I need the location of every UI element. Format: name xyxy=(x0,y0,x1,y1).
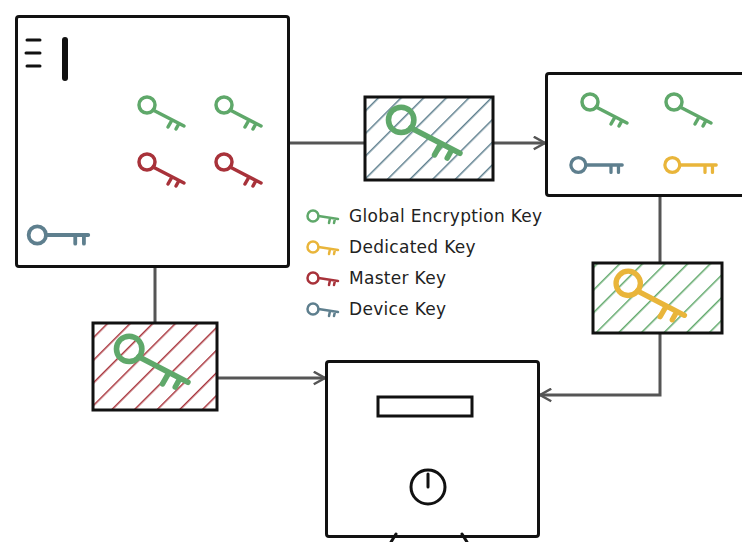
legend-entry: Global Encryption Key xyxy=(305,200,542,231)
legend-swatch xyxy=(305,299,341,319)
icon-line xyxy=(26,52,40,55)
safe-box xyxy=(325,360,540,538)
legend: Global Encryption KeyDedicated KeyMaster… xyxy=(305,200,542,324)
master-key-icon xyxy=(139,154,184,186)
global-key-icon xyxy=(388,107,459,158)
device-key-icon xyxy=(29,226,89,243)
key-group xyxy=(29,97,261,244)
card-slot xyxy=(378,397,472,416)
wrapped-key-card xyxy=(593,263,722,333)
swatch-key-head xyxy=(308,272,319,283)
swatch-key-shaft xyxy=(319,247,339,254)
legend-label: Dedicated Key xyxy=(349,237,476,257)
device-key-icon xyxy=(571,158,622,173)
card-frame xyxy=(365,97,493,180)
global-key-icon xyxy=(216,97,261,129)
document-icon xyxy=(26,40,65,78)
swatch-key-shaft xyxy=(319,278,339,285)
master-key-icon xyxy=(216,154,261,186)
swatch-key-head xyxy=(308,210,319,221)
global-key-icon xyxy=(666,94,711,126)
icon-bar xyxy=(62,40,68,78)
legend-entry: Dedicated Key xyxy=(305,231,542,262)
dial-tick xyxy=(427,474,430,487)
legend-entry: Device Key xyxy=(305,293,542,324)
icon-line xyxy=(27,65,40,68)
dedicated-key-icon xyxy=(665,158,716,173)
swatch-key-head xyxy=(308,303,319,314)
global-key-icon xyxy=(116,336,187,387)
legend-entry: Master Key xyxy=(305,262,542,293)
global-key-icon xyxy=(139,97,184,129)
card-frame xyxy=(593,263,722,333)
safe-dial xyxy=(411,470,445,504)
connector-arrow xyxy=(540,197,660,395)
card-frame xyxy=(93,323,217,410)
swatch-key-shaft xyxy=(319,216,339,223)
key-group xyxy=(571,94,716,172)
legend-swatch xyxy=(305,206,341,226)
legend-label: Device Key xyxy=(349,299,446,319)
dedicated-key-icon xyxy=(616,271,684,320)
legend-label: Global Encryption Key xyxy=(349,206,542,226)
connector-arrow xyxy=(155,268,325,378)
global-key-icon xyxy=(582,94,627,126)
safe-details xyxy=(378,397,472,542)
wrapped-key-card xyxy=(93,323,217,410)
keystore-box xyxy=(15,15,290,268)
recipient-box xyxy=(545,72,742,197)
swatch-key-head xyxy=(308,241,319,252)
wrapped-key-card xyxy=(365,97,493,180)
legend-label: Master Key xyxy=(349,268,446,288)
swatch-key-shaft xyxy=(319,309,339,316)
connector-arrow xyxy=(290,142,545,145)
legend-swatch xyxy=(305,268,341,288)
legend-swatch xyxy=(305,237,341,257)
icon-line xyxy=(27,39,40,42)
